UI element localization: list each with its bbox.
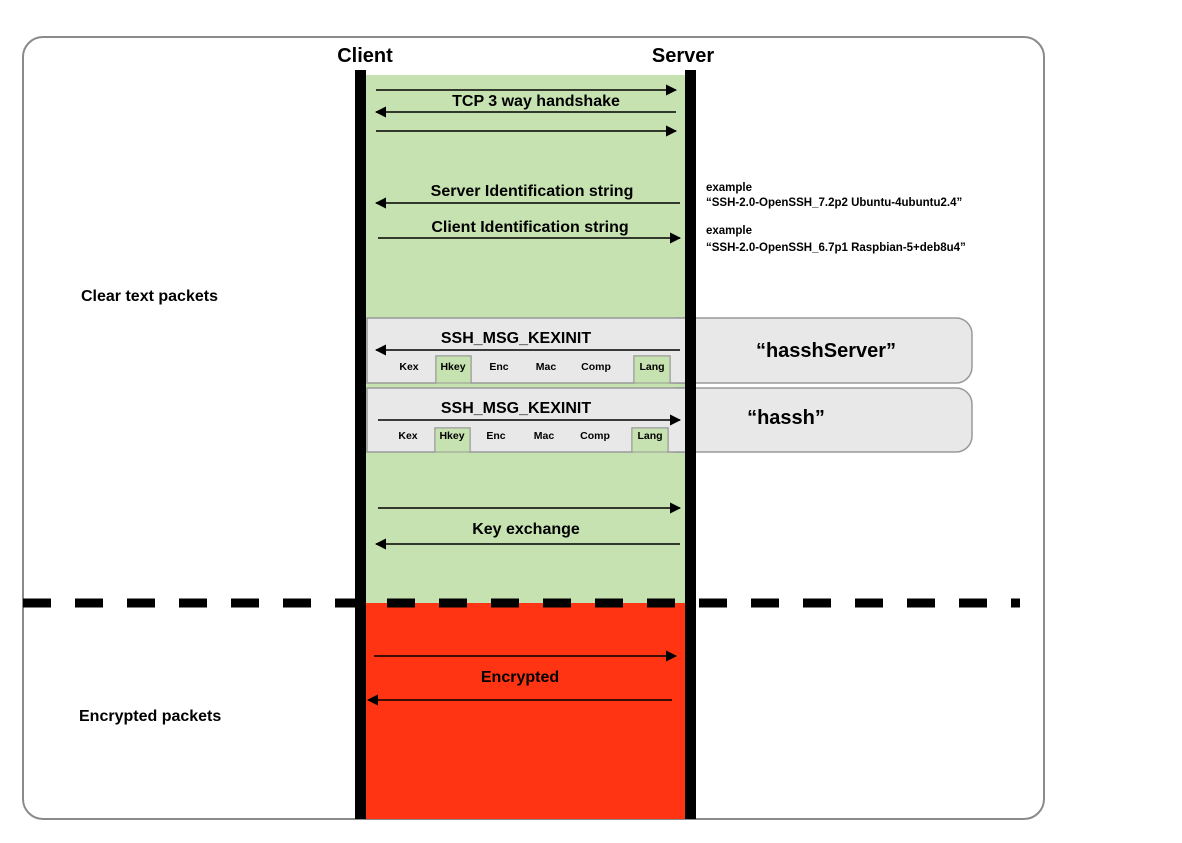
- encrypted-label: Encrypted packets: [79, 708, 221, 725]
- hkey-field-highlight: [434, 427, 471, 453]
- field-comp: Comp: [580, 430, 610, 442]
- field-hkey: Hkey: [439, 430, 464, 442]
- server-example-label: example: [706, 182, 752, 194]
- encrypted-zone: [360, 603, 690, 819]
- hassh-server-label: “hasshServer”: [756, 340, 896, 362]
- client-example-label: example: [706, 225, 752, 237]
- server-example-value: “SSH-2.0-OpenSSH_7.2p2 Ubuntu-4ubuntu2.4…: [706, 197, 962, 209]
- encrypted-label-inner: Encrypted: [481, 669, 559, 686]
- field-enc: Enc: [486, 430, 505, 442]
- client-header: Client: [337, 45, 393, 67]
- field-comp: Comp: [581, 361, 611, 373]
- server-header: Server: [652, 45, 714, 67]
- field-hkey: Hkey: [440, 361, 465, 373]
- kexinit-server-title: SSH_MSG_KEXINIT: [441, 330, 591, 347]
- clear-text-label: Clear text packets: [81, 288, 218, 305]
- server-id-label: Server Identification string: [431, 183, 634, 200]
- hassh-label: “hassh”: [747, 407, 825, 429]
- field-lang: Lang: [639, 361, 664, 373]
- lang-field-highlight: [633, 355, 671, 384]
- hkey-field-highlight: [435, 355, 472, 384]
- field-mac: Mac: [536, 361, 557, 373]
- server-lifeline: [685, 70, 696, 819]
- field-lang: Lang: [637, 430, 662, 442]
- tcp-handshake-label: TCP 3 way handshake: [452, 93, 620, 110]
- client-lifeline: [355, 70, 366, 819]
- client-example-value: “SSH-2.0-OpenSSH_6.7p1 Raspbian-5+deb8u4…: [706, 242, 966, 254]
- client-id-label: Client Identification string: [431, 219, 628, 236]
- kexinit-client-title: SSH_MSG_KEXINIT: [441, 400, 591, 417]
- field-kex: Kex: [399, 361, 418, 373]
- key-exchange-label: Key exchange: [472, 521, 580, 538]
- field-kex: Kex: [398, 430, 417, 442]
- lang-field-highlight: [631, 427, 669, 453]
- field-enc: Enc: [489, 361, 508, 373]
- field-mac: Mac: [534, 430, 555, 442]
